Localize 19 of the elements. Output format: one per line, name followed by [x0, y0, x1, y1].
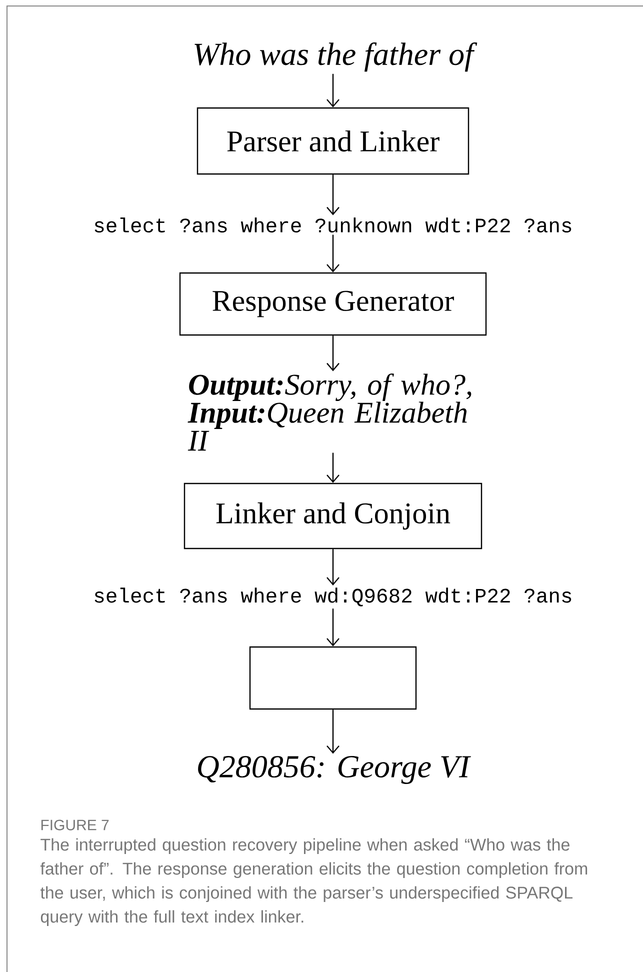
flow-text: Who was the father of — [194, 42, 478, 72]
arrow — [326, 234, 340, 272]
flow-text: Q280856: George VI — [198, 756, 471, 784]
arrow — [326, 549, 340, 586]
query-text: select ?ans where ?unknown wdt:P22 ?ans — [94, 217, 572, 233]
arrow — [326, 452, 340, 483]
caption: The interrupted question recovery pipeline when asked “Who was the father of”. The response generation elicits the question completion from the user, which is conjoined with the parser’s underspecified SPARQL query with the full text index linker. — [40, 838, 588, 926]
process-box: Response Generator — [179, 272, 487, 336]
arrow — [326, 710, 340, 754]
arrow — [326, 174, 340, 216]
figure-number: FIGURE 7 — [41, 820, 109, 830]
process-box: Linker and Conjoin — [184, 482, 482, 550]
arrow — [326, 74, 340, 108]
arrow — [326, 336, 340, 372]
service-box — [249, 646, 417, 710]
process-box: Parser and Linker — [196, 107, 470, 175]
query-text: select ?ans where wd:Q9682 wdt:P22 ?ans — [94, 588, 572, 606]
dialogue-text: Output:Sorry, of who?, Input:Queen Elizabeth II — [188, 373, 472, 451]
arrow — [326, 608, 340, 646]
